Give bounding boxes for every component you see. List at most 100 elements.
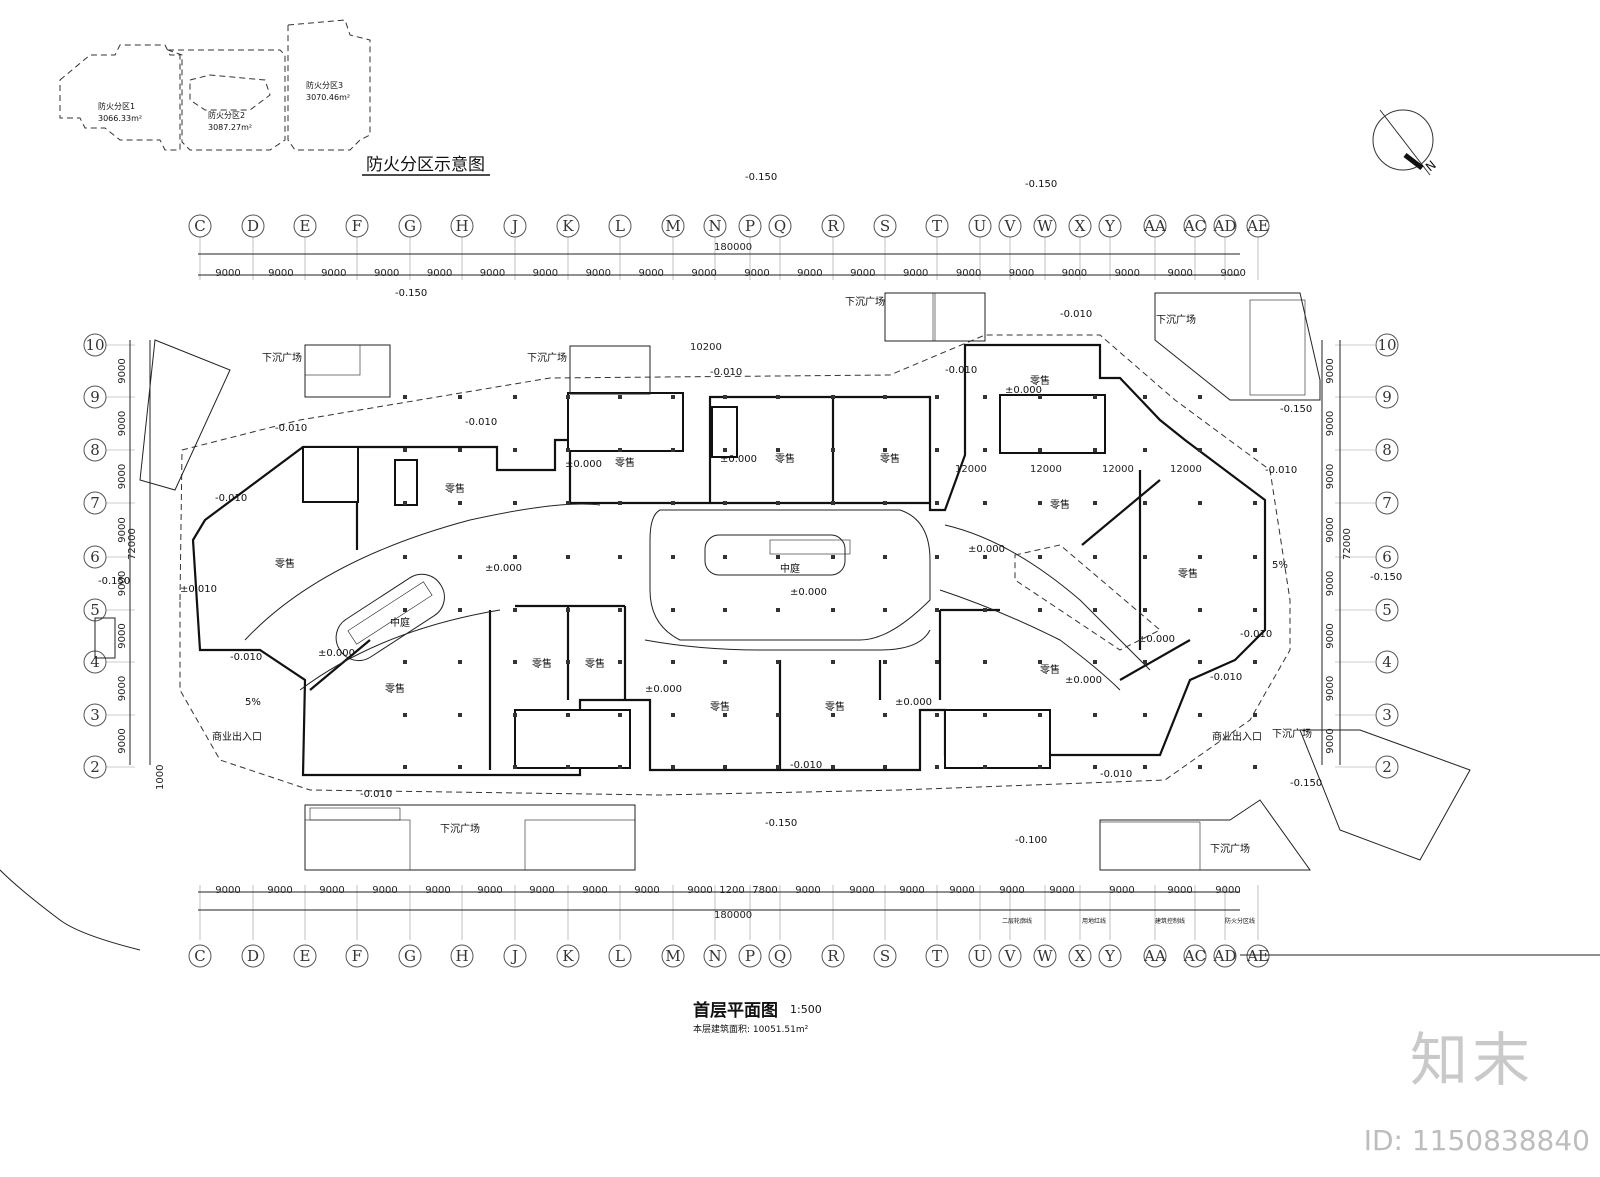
svg-text:-0.010: -0.010 <box>465 417 497 428</box>
grid-axis-bubble <box>1375 545 1399 569</box>
grid-axis-label: 9 <box>1382 388 1392 406</box>
column <box>1038 608 1042 612</box>
grid-axis-label: C <box>194 947 205 965</box>
column <box>1198 555 1202 559</box>
column <box>831 448 835 452</box>
grid-axis-label: 3 <box>1382 706 1392 724</box>
structural-columns <box>403 395 1257 769</box>
grid-axis-label: AE <box>1246 217 1269 235</box>
grid-axis-bubble <box>1183 214 1207 238</box>
retail-label: 零售 <box>385 682 405 695</box>
svg-text:-0.150: -0.150 <box>1370 572 1402 583</box>
dimension-label: 9000 <box>117 623 128 648</box>
building-outline <box>191 343 1267 777</box>
column <box>935 501 939 505</box>
grid-axis-label: U <box>974 947 987 965</box>
column <box>458 555 462 559</box>
grid-axis-label: K <box>562 947 574 965</box>
column <box>513 765 517 769</box>
sunken-plaza-label: 下沉广场 <box>262 351 302 364</box>
dimension-label: 9000 <box>427 268 452 279</box>
column <box>513 713 517 717</box>
dim-10200: 10200 <box>690 342 722 353</box>
svg-text:±0.000: ±0.000 <box>565 459 602 470</box>
retail-label: 零售 <box>532 657 552 670</box>
total-depth-left: 72000 <box>127 528 138 560</box>
grid-axis-bubble <box>968 214 992 238</box>
grid-axis-label: AE <box>1246 947 1269 965</box>
column <box>831 713 835 717</box>
entrance-label: 商业出入口 <box>1212 730 1262 743</box>
column <box>776 501 780 505</box>
grid-axis-label: D <box>247 947 259 965</box>
column <box>935 765 939 769</box>
retail-label: 零售 <box>825 700 845 713</box>
grid-axis-bubble <box>83 703 107 727</box>
grid-axis-label: AD <box>1213 947 1237 965</box>
column <box>776 448 780 452</box>
column <box>458 448 462 452</box>
grid-axis-bubble <box>188 214 212 238</box>
dimension-label: 9000 <box>1049 885 1074 896</box>
svg-text:-0.010: -0.010 <box>1100 769 1132 780</box>
column <box>1143 660 1147 664</box>
retail-label: 零售 <box>1178 567 1198 580</box>
retail-label: 零售 <box>775 452 795 465</box>
grid-axis-bubble <box>738 214 762 238</box>
grid-axis-bubble <box>1098 944 1122 968</box>
floor-area: 本层建筑面积: 10051.51m² <box>693 1025 809 1035</box>
dimension-label: 9000 <box>1109 885 1134 896</box>
grid-axis-label: X <box>1075 947 1086 965</box>
column <box>513 501 517 505</box>
column <box>935 555 939 559</box>
retail-label: 零售 <box>1050 498 1070 511</box>
total-width-top: 180000 <box>714 242 752 253</box>
column <box>1253 713 1257 717</box>
dim-12000: 12000 <box>955 464 987 475</box>
grid-axis-label: 5 <box>1382 601 1392 619</box>
dimension-label: 9000 <box>1115 268 1140 279</box>
grid-axis-bubble <box>768 944 792 968</box>
column <box>513 395 517 399</box>
grid-axis-label: P <box>745 217 755 235</box>
grid-axis-bubble <box>738 944 762 968</box>
grid-axis-label: N <box>708 947 721 965</box>
grid-axis-label: 10 <box>1377 336 1396 354</box>
atrium-label: 中庭 <box>390 616 410 629</box>
grid-axis-bubble <box>345 214 369 238</box>
dimension-label: 9000 <box>1167 885 1192 896</box>
svg-text:建筑控制线: 建筑控制线 <box>1155 917 1185 925</box>
grid-axis-label: P <box>745 947 755 965</box>
grid-axis-bubble <box>1033 214 1057 238</box>
column <box>1253 448 1257 452</box>
room-labels: 零售 零售 零售 零售 零售 零售 零售 零售 零售 零售 零售 零售 零售 零… <box>212 295 1312 855</box>
atrium-label: 中庭 <box>780 562 800 575</box>
column <box>723 713 727 717</box>
grid-axis-label: W <box>1037 947 1053 965</box>
svg-text:-0.010: -0.010 <box>230 652 262 663</box>
grid-axis-label: K <box>562 217 574 235</box>
column <box>1198 765 1202 769</box>
dimension-label: 9000 <box>582 885 607 896</box>
svg-text:-0.010: -0.010 <box>360 789 392 800</box>
retail-label: 零售 <box>615 456 635 469</box>
grid-axis-bubble <box>768 214 792 238</box>
column <box>831 660 835 664</box>
sunken-plaza-label: 下沉广场 <box>527 351 567 364</box>
total-width-bottom: 180000 <box>714 910 752 921</box>
grid-axis-label: E <box>300 947 311 965</box>
grid-axis-label: H <box>455 217 468 235</box>
column <box>403 448 407 452</box>
column <box>671 608 675 612</box>
column <box>513 448 517 452</box>
column <box>883 448 887 452</box>
grid-axis-bubble <box>925 214 949 238</box>
grid-axis-bubble <box>83 385 107 409</box>
grid-axis-label: S <box>880 217 890 235</box>
column <box>883 713 887 717</box>
grid-axis-label: E <box>300 217 311 235</box>
grid-axis-label: J <box>510 217 518 235</box>
column <box>618 608 622 612</box>
